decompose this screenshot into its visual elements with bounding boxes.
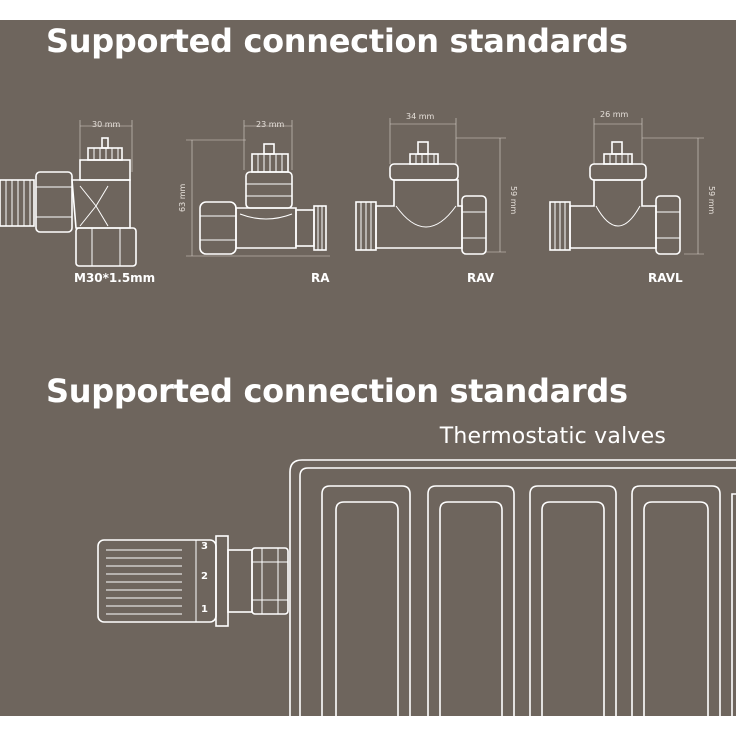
rav-height-dim: 59 mm: [509, 186, 518, 215]
scale-mark-2: 2: [201, 571, 208, 582]
ra-valve-icon: [186, 120, 330, 257]
m30-valve-icon: [0, 120, 137, 267]
top-heading: Supported connection standards: [46, 22, 628, 60]
radiator-icon: [289, 459, 736, 716]
m30-width-dim: 30 mm: [92, 120, 121, 129]
ra-label: RA: [311, 271, 330, 285]
bottom-heading: Supported connection standards: [46, 372, 628, 410]
rav-label: RAV: [467, 271, 494, 285]
thermostatic-valves-subheading: Thermostatic valves: [439, 424, 666, 449]
scale-mark-1: 1: [201, 604, 208, 615]
ravl-width-dim: 26 mm: [600, 110, 629, 119]
rav-width-dim: 34 mm: [406, 112, 435, 121]
ravl-label: RAVL: [648, 271, 683, 285]
scale-mark-3: 3: [201, 541, 208, 552]
infographic-panel: Supported connection standards: [0, 20, 736, 716]
valve-drawings: [0, 118, 736, 716]
ra-width-dim: 23 mm: [256, 120, 285, 129]
thermostat-head-icon: [97, 535, 289, 627]
ravl-valve-icon: [549, 118, 704, 255]
ra-height-dim: 63 mm: [178, 183, 187, 212]
ravl-height-dim: 59 mm: [707, 186, 716, 215]
m30-label: M30*1.5mm: [74, 271, 156, 285]
rav-valve-icon: [355, 118, 506, 255]
